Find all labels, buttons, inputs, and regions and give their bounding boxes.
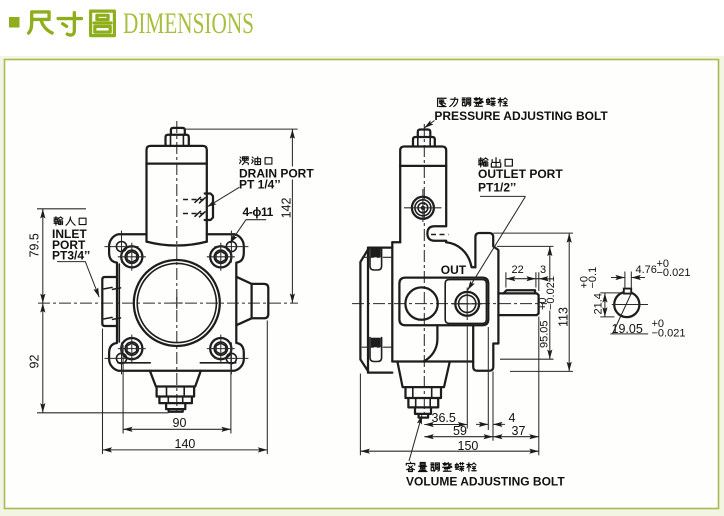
svg-text:+0: +0 xyxy=(652,318,665,330)
svg-text:PT1/2’’: PT1/2’’ xyxy=(478,181,516,195)
svg-text:+0: +0 xyxy=(579,276,591,289)
svg-text:90: 90 xyxy=(173,416,187,430)
svg-text:DIMENSIONS: DIMENSIONS xyxy=(123,7,254,40)
svg-text:PRESSURE ADJUSTING BOLT: PRESSURE ADJUSTING BOLT xyxy=(434,109,608,123)
svg-text:4-ɸ11: 4-ɸ11 xyxy=(243,205,274,219)
svg-text:+0: +0 xyxy=(657,258,670,270)
svg-text:3: 3 xyxy=(540,264,546,276)
svg-text:150: 150 xyxy=(458,439,479,453)
svg-text:VOLUME ADJUSTING BOLT: VOLUME ADJUSTING BOLT xyxy=(406,475,565,489)
svg-text:DRAIN PORT: DRAIN PORT xyxy=(239,167,314,181)
svg-text:OUT: OUT xyxy=(441,263,467,277)
svg-text:113: 113 xyxy=(557,307,571,327)
svg-text:142: 142 xyxy=(280,198,294,219)
svg-text:4.76: 4.76 xyxy=(636,264,657,276)
svg-text:92: 92 xyxy=(27,355,41,369)
svg-text:PT3/4’’: PT3/4’’ xyxy=(52,249,90,263)
svg-text:36.5: 36.5 xyxy=(432,411,456,425)
svg-text:19.05: 19.05 xyxy=(612,322,643,336)
svg-text:INLET: INLET xyxy=(52,227,87,241)
svg-text:37: 37 xyxy=(512,424,526,438)
svg-text:22: 22 xyxy=(512,264,524,276)
svg-text:+0: +0 xyxy=(537,297,549,310)
svg-text:140: 140 xyxy=(175,437,196,451)
svg-text:OUTLET PORT: OUTLET PORT xyxy=(478,167,563,181)
svg-text:PT 1/4’’: PT 1/4’’ xyxy=(239,177,281,191)
svg-text:−0.021: −0.021 xyxy=(545,276,557,310)
svg-text:−0.021: −0.021 xyxy=(652,328,686,340)
svg-text:59: 59 xyxy=(453,424,467,438)
svg-text:PORT: PORT xyxy=(52,238,86,252)
svg-text:79.5: 79.5 xyxy=(27,233,41,257)
svg-text:4: 4 xyxy=(509,411,516,425)
svg-text:95.05: 95.05 xyxy=(539,320,551,348)
svg-text:−0.021: −0.021 xyxy=(657,267,691,279)
svg-text:−0.1: −0.1 xyxy=(587,267,599,289)
svg-text:21.4: 21.4 xyxy=(593,293,605,314)
